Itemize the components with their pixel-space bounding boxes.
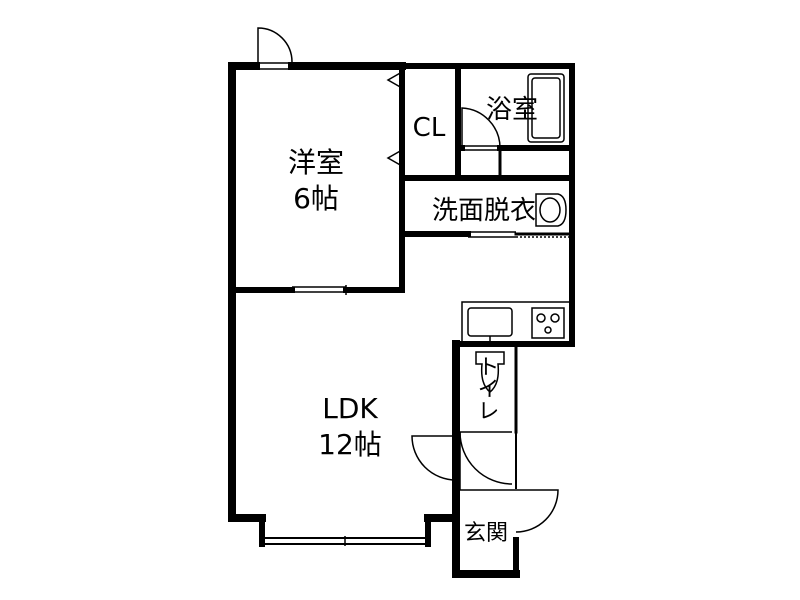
ldk-size: 12帖: [318, 428, 382, 461]
fixtures: [461, 73, 571, 393]
kitchen-sink: [467, 307, 513, 337]
door-ldk: [411, 435, 457, 481]
entrance-label: 玄関: [464, 521, 508, 546]
bath-door-swing: [461, 107, 501, 150]
closet-door-upper: [386, 71, 403, 89]
bath-label: 浴室: [486, 95, 538, 125]
western-room-size: 6帖: [293, 182, 339, 215]
windows: [256, 62, 516, 546]
kitchen-counter: [461, 301, 571, 343]
western-room-name: 洋室: [288, 146, 344, 179]
stove-burner-2: [550, 313, 560, 323]
washroom-label: 洗面脱衣: [432, 196, 536, 226]
closet-label: CL: [413, 113, 446, 143]
door-top-western: [257, 27, 293, 66]
bathtub: [527, 73, 565, 143]
toilet-label: トイレ: [474, 355, 499, 421]
bathtub-inner: [531, 77, 561, 139]
door-entrance: [515, 489, 559, 533]
closet-door-lower: [386, 149, 403, 167]
stove-burner-1: [536, 313, 546, 323]
ldk-name: LDK: [322, 392, 378, 425]
washbasin: [535, 193, 567, 227]
stove-burner-3: [544, 326, 552, 334]
kitchen-stove: [531, 307, 565, 339]
walls: [228, 62, 575, 578]
toilet-bowl: [475, 351, 505, 393]
washbasin-bowl: [539, 197, 561, 223]
door-toilet: [459, 431, 513, 485]
doors: [257, 27, 559, 533]
